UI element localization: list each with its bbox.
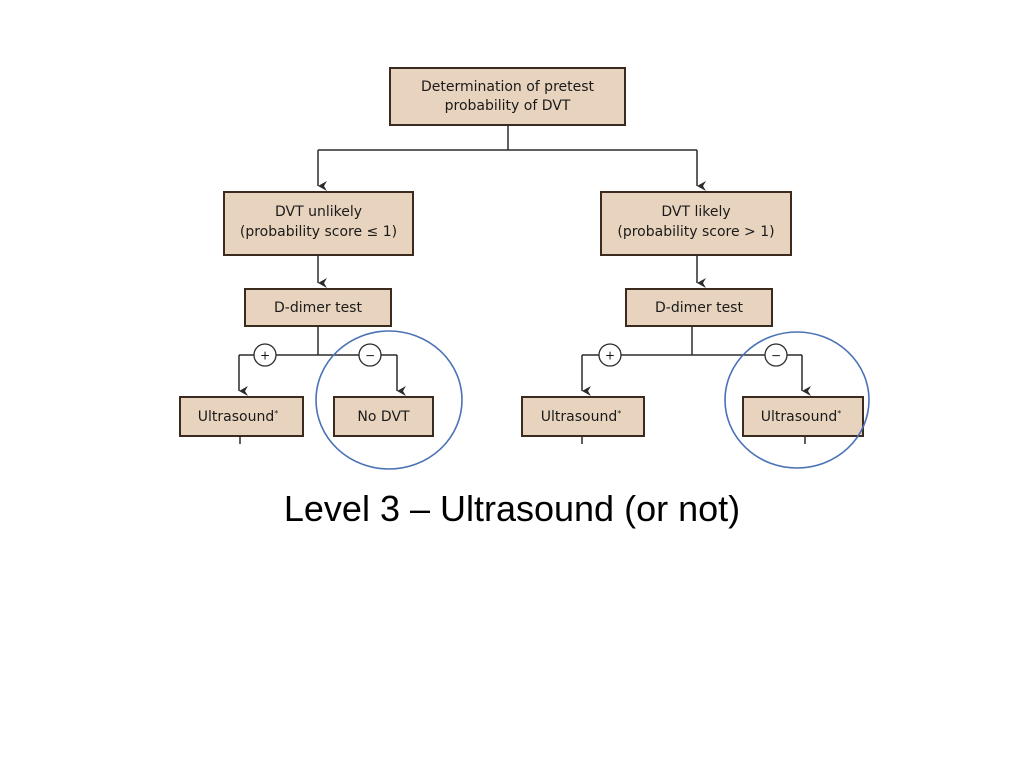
left-no-dvt-label: No DVT xyxy=(357,409,410,425)
left-positive-sign: + xyxy=(253,343,277,367)
left-risk-box: DVT unlikely (probability score ≤ 1) xyxy=(223,191,414,256)
right-risk-box: DVT likely (probability score > 1) xyxy=(600,191,792,256)
right-ddimer-box: D-dimer test xyxy=(625,288,773,327)
right-risk-line-2: (probability score > 1) xyxy=(617,224,774,240)
slide-caption: Level 3 – Ultrasound (or not) xyxy=(283,488,741,529)
root-line-2: probability of DVT xyxy=(445,98,571,114)
right-ultrasound-negative-footnote-marker: * xyxy=(837,409,841,418)
left-ultrasound-box: Ultrasound* xyxy=(179,396,304,437)
left-no-dvt-box: No DVT xyxy=(333,396,434,437)
left-highlight-circle xyxy=(315,330,463,470)
right-ultrasound-positive-box: Ultrasound* xyxy=(521,396,645,437)
left-ddimer-box: D-dimer test xyxy=(244,288,392,327)
left-positive-symbol: + xyxy=(260,349,270,363)
left-ultrasound-label: Ultrasound* xyxy=(198,409,278,425)
right-positive-symbol: + xyxy=(605,349,615,363)
left-ultrasound-footnote-marker: * xyxy=(274,409,278,418)
left-negative-sign: − xyxy=(358,343,382,367)
left-ddimer-label: D-dimer test xyxy=(274,300,362,316)
right-negative-symbol: − xyxy=(771,349,781,363)
root-box: Determination of pretest probability of … xyxy=(389,67,626,126)
right-ddimer-label: D-dimer test xyxy=(655,300,743,316)
right-ultrasound-positive-footnote-marker: * xyxy=(617,409,621,418)
root-line-1: Determination of pretest xyxy=(421,79,595,95)
root-connectors xyxy=(317,125,706,191)
right-ultrasound-positive-label: Ultrasound* xyxy=(541,409,621,425)
right-ultrasound-negative-label: Ultrasound* xyxy=(761,409,841,425)
right-ultrasound-negative-box: Ultrasound* xyxy=(742,396,864,437)
right-positive-sign: + xyxy=(598,343,622,367)
left-negative-symbol: − xyxy=(365,349,375,363)
right-highlight-circle xyxy=(724,331,870,469)
right-negative-sign: − xyxy=(764,343,788,367)
right-risk-line-1: DVT likely xyxy=(661,204,730,220)
left-risk-line-1: DVT unlikely xyxy=(275,204,362,220)
left-risk-line-2: (probability score ≤ 1) xyxy=(240,224,397,240)
